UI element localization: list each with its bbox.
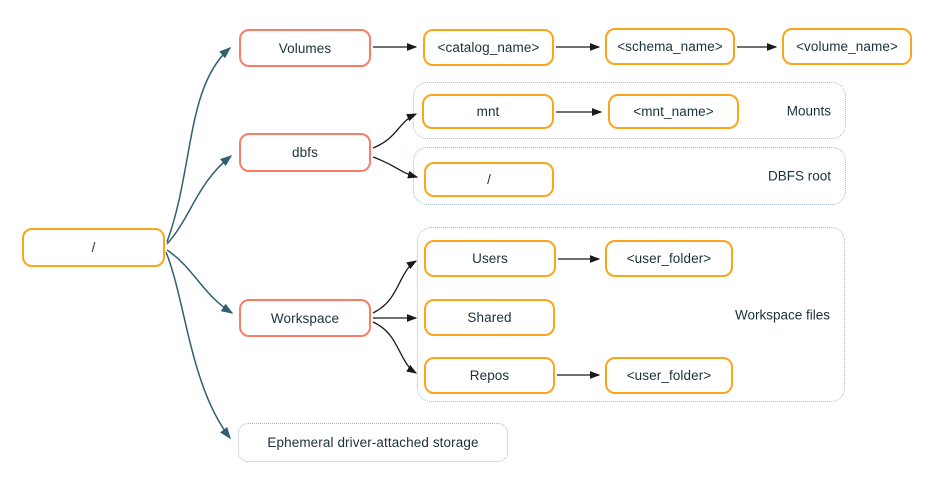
node-mnt: mnt (422, 94, 554, 129)
node-volume-name: <volume_name> (782, 28, 912, 65)
group-mounts-label: Mounts (786, 103, 831, 118)
node-dbfs-label: dbfs (292, 145, 318, 160)
node-repos-user-folder: <user_folder> (605, 357, 733, 394)
node-ephemeral-storage: Ephemeral driver-attached storage (238, 423, 508, 462)
node-mnt-label: mnt (476, 104, 500, 119)
group-dbfs-root-label: DBFS root (767, 168, 831, 184)
node-repos: Repos (424, 357, 555, 394)
node-dbfs-root-slash-label: / (487, 172, 491, 187)
node-schema-name: <schema_name> (605, 28, 735, 65)
node-shared: Shared (424, 299, 555, 336)
node-schema-name-label: <schema_name> (617, 39, 723, 54)
group-workspace-files-label: Workspace files (734, 307, 830, 322)
arrow-root-to-dbfs (166, 155, 233, 245)
node-dbfs-root-slash: / (424, 162, 554, 197)
node-catalog-name-label: <catalog_name> (437, 40, 540, 55)
node-root-label: / (91, 240, 96, 255)
node-users-user-folder: <user_folder> (605, 240, 733, 277)
node-repos-user-folder-label: <user_folder> (626, 368, 712, 383)
node-volume-name-label: <volume_name> (796, 39, 898, 54)
node-repos-label: Repos (469, 368, 510, 383)
node-volumes: Volumes (239, 29, 371, 67)
node-users-label: Users (472, 251, 508, 266)
node-mnt-name-label: <mnt_name> (633, 104, 714, 119)
node-ephemeral-storage-label: Ephemeral driver-attached storage (267, 435, 479, 450)
node-catalog-name: <catalog_name> (423, 29, 554, 66)
node-users: Users (424, 240, 556, 277)
node-workspace: Workspace (239, 299, 371, 337)
node-dbfs: dbfs (239, 133, 371, 172)
node-workspace-label: Workspace (270, 310, 340, 326)
arrow-dbfs-to-dbfs-root (372, 156, 419, 179)
arrow-dbfs-to-mnt (372, 113, 418, 149)
arrow-root-to-workspace (166, 249, 234, 314)
arrow-workspace-to-users (372, 260, 418, 314)
node-root: / (22, 228, 165, 267)
node-mnt-name: <mnt_name> (608, 94, 739, 129)
arrow-root-to-volumes (166, 47, 232, 243)
arrow-workspace-to-repos (372, 321, 418, 374)
arrow-root-to-ephemeral (165, 251, 231, 440)
group-mounts: Mounts (413, 82, 846, 139)
node-volumes-label: Volumes (278, 40, 332, 56)
node-users-user-folder-label: <user_folder> (626, 251, 712, 266)
group-workspace-files: Workspace files (417, 227, 845, 402)
node-shared-label: Shared (467, 310, 512, 325)
